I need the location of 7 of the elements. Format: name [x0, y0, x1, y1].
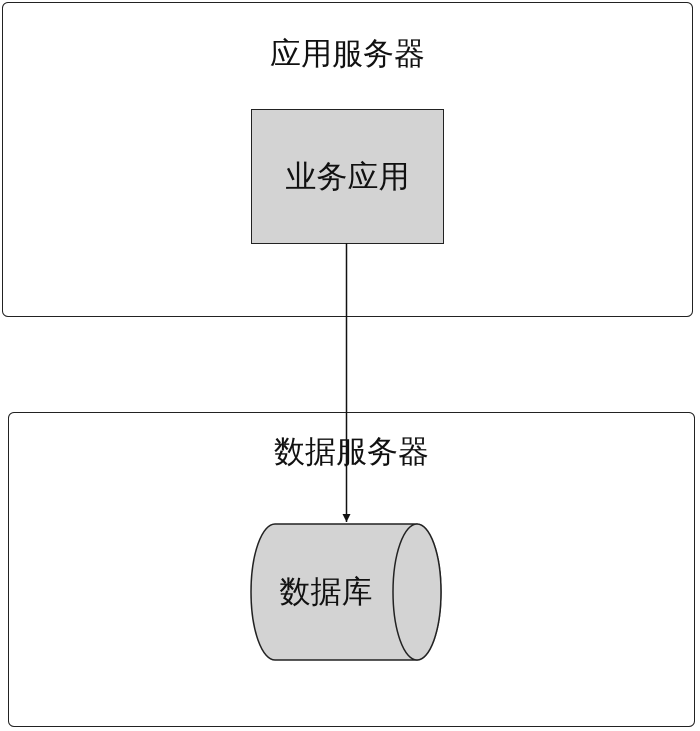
- arrow: [342, 243, 350, 522]
- node-label: 业务应用: [286, 158, 410, 196]
- node-label: 数据库: [280, 574, 372, 609]
- server-container: [2, 2, 693, 317]
- server-container: [8, 412, 695, 727]
- container-title: 应用服务器: [269, 35, 426, 73]
- process-box: [251, 109, 444, 244]
